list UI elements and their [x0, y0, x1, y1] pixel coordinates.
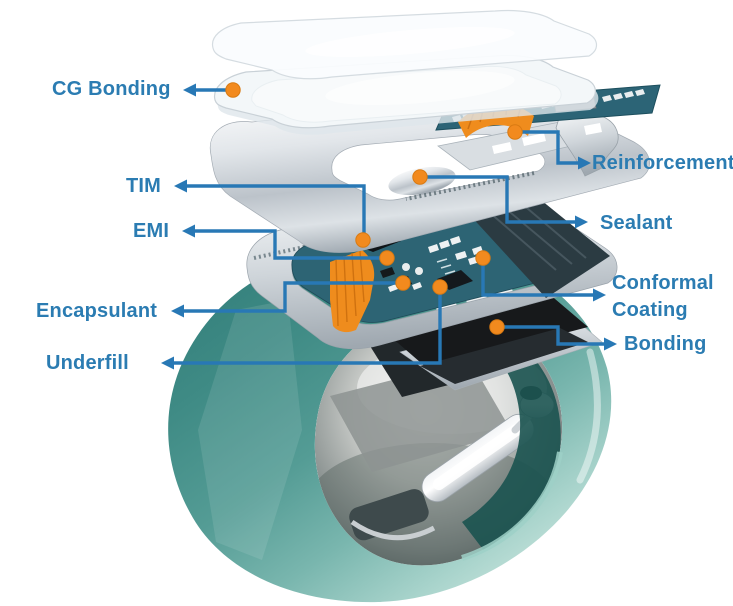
arrow-cg-bonding — [183, 83, 196, 97]
label-conformal-coating: Conformal Coating — [612, 272, 714, 321]
label-underfill: Underfill — [46, 352, 129, 374]
arrow-bonding — [604, 337, 617, 351]
arrow-tim — [174, 179, 187, 193]
marker-dot-cg-bonding — [225, 82, 241, 98]
label-bonding: Bonding — [624, 333, 707, 355]
marker-dots — [225, 82, 523, 335]
leader-sealant — [418, 175, 577, 224]
marker-dot-bonding — [489, 319, 505, 335]
label-emi: EMI — [133, 220, 170, 242]
inner-plate — [330, 360, 512, 472]
display-ribbon — [468, 196, 610, 298]
arrow-conformal-coating — [593, 288, 606, 302]
arrowheads — [161, 83, 617, 370]
marker-dot-reinforcement — [507, 124, 523, 140]
leader-bonding — [495, 325, 606, 346]
marker-dot-sealant — [412, 169, 428, 185]
cover-glass-layers — [211, 9, 599, 135]
leader-reinforcement — [513, 130, 580, 165]
leader-encapsulant — [182, 281, 405, 313]
arrow-encapsulant — [171, 304, 184, 318]
marker-dot-emi — [379, 250, 395, 266]
small-component — [380, 267, 395, 278]
label-sealant: Sealant — [600, 212, 673, 234]
marker-dot-underfill — [432, 279, 448, 295]
leader-conformal-coating — [481, 256, 595, 297]
label-encapsulant: Encapsulant — [36, 300, 158, 322]
flex-connector — [330, 250, 375, 333]
leader-underfill — [172, 285, 442, 365]
band-inner-rim — [461, 451, 563, 561]
leader-tim — [185, 184, 366, 240]
arrow-underfill — [161, 356, 174, 370]
leader-lines — [172, 88, 606, 365]
band-highlight — [198, 300, 302, 560]
bottom-foot — [349, 489, 429, 541]
label-reinforcement: Reinforcement — [592, 152, 733, 174]
arrow-reinforcement — [578, 156, 591, 170]
inner-wall-shadow — [462, 325, 561, 552]
marker-dot-tim — [355, 232, 371, 248]
band-specular — [576, 348, 601, 484]
marker-dot-encapsulant — [395, 275, 411, 291]
leader-emi — [193, 229, 389, 260]
label-cg-bonding: CG Bonding — [52, 78, 171, 100]
arrow-emi — [182, 224, 195, 238]
label-tim: TIM — [126, 175, 162, 197]
arrow-sealant — [575, 215, 588, 229]
marker-dot-conformal-coating — [475, 250, 491, 266]
watch-band — [168, 242, 612, 603]
